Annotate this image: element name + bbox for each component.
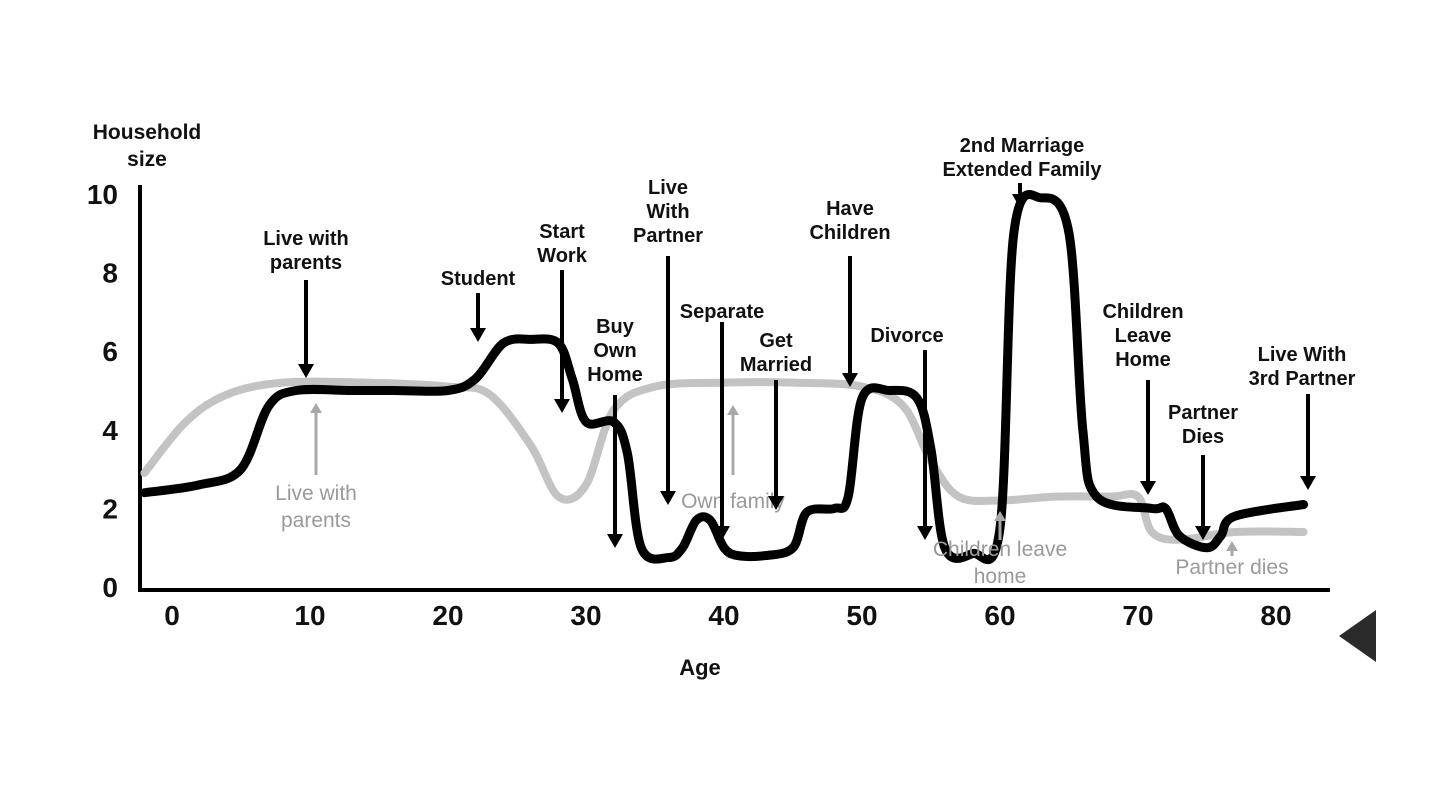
grey-arrow-head (994, 511, 1006, 521)
x-tick-label: 70 (1122, 600, 1153, 631)
y-tick-label: 4 (102, 415, 118, 446)
typical-household-line (140, 377, 1308, 544)
event-arrow-head (917, 526, 933, 540)
event-arrow-head (470, 328, 486, 342)
event-arrow-head (1140, 481, 1156, 495)
x-tick-label: 10 (294, 600, 325, 631)
event-label-text: Children (809, 222, 890, 244)
event-label-text: Live (648, 177, 688, 199)
y-tick-labels: 0 2 4 6 8 10 (87, 179, 119, 603)
event-label-text: Divorce (870, 325, 943, 347)
grey-annotation-text: home (974, 565, 1027, 588)
y-tick-label: 10 (87, 179, 118, 210)
event-label-text: Home (587, 364, 643, 386)
event-label-text: Have (826, 198, 874, 220)
grey-annotation-text: Partner dies (1175, 556, 1288, 579)
event-label-text: Partner (1168, 402, 1238, 424)
event-label-text: Separate (680, 301, 765, 323)
grey-annotation-text: Children leave (933, 538, 1067, 561)
event-label-text: 2nd Marriage (960, 135, 1084, 157)
event-label-text: Student (441, 268, 516, 290)
x-tick-label: 80 (1260, 600, 1291, 631)
x-tick-label: 0 (164, 600, 180, 631)
event-label-text: Partner (633, 225, 703, 247)
event-label-text: Own (593, 340, 636, 362)
event-arrow-head (1012, 194, 1028, 208)
event-label-text: Dies (1182, 426, 1224, 448)
grey-arrow-head (310, 403, 322, 413)
event-arrow-head (554, 399, 570, 413)
event-label-text: With (646, 201, 689, 223)
event-label-text: Home (1115, 349, 1171, 371)
x-tick-labels: 0 10 20 30 40 50 60 70 80 (164, 600, 1291, 631)
event-annotations: Live withparentsStudentStartWorkBuyOwnHo… (263, 135, 1356, 548)
event-arrow-head (768, 496, 784, 510)
grey-arrow-head (727, 405, 739, 415)
y-axis-title-line-1: Household (93, 121, 202, 144)
x-tick-label: 40 (708, 600, 739, 631)
event-arrow-head (842, 373, 858, 387)
x-tick-label: 50 (846, 600, 877, 631)
event-arrow-head (607, 534, 623, 548)
event-arrow-head (660, 491, 676, 505)
event-label-text: Leave (1115, 325, 1172, 347)
series-layer (139, 190, 1309, 565)
y-tick-label: 0 (102, 572, 118, 603)
event-label-text: Buy (596, 316, 635, 338)
next-slide-icon[interactable] (1339, 610, 1376, 662)
event-arrow-head (1195, 526, 1211, 540)
y-tick-label: 2 (102, 493, 118, 524)
event-label-text: Work (537, 245, 588, 267)
y-tick-label: 8 (102, 258, 118, 289)
grey-annotation-text: Live with (275, 482, 357, 505)
event-arrow-head (714, 526, 730, 540)
event-label-text: Live with (263, 228, 349, 250)
x-tick-label: 30 (570, 600, 601, 631)
grey-arrow-head (1226, 541, 1238, 551)
x-tick-label: 20 (432, 600, 463, 631)
event-arrow-head (298, 364, 314, 378)
household-size-line (139, 190, 1309, 565)
event-label-text: parents (270, 252, 342, 274)
event-label-text: Extended Family (943, 159, 1103, 181)
event-label-text: Live With (1258, 344, 1347, 366)
x-axis-title: Age (679, 655, 721, 680)
grey-annotation-text: Own family (681, 490, 785, 513)
grey-annotation-text: parents (281, 509, 351, 532)
y-axis-title-line-2: size (127, 148, 167, 171)
event-label-text: Start (539, 221, 585, 243)
y-tick-label: 6 (102, 336, 118, 367)
x-tick-label: 60 (984, 600, 1015, 631)
event-label-text: 3rd Partner (1249, 368, 1356, 390)
event-label-text: Children (1102, 301, 1183, 323)
event-label-text: Married (740, 354, 812, 376)
event-label-text: Get (759, 330, 793, 352)
event-arrow-head (1300, 476, 1316, 490)
